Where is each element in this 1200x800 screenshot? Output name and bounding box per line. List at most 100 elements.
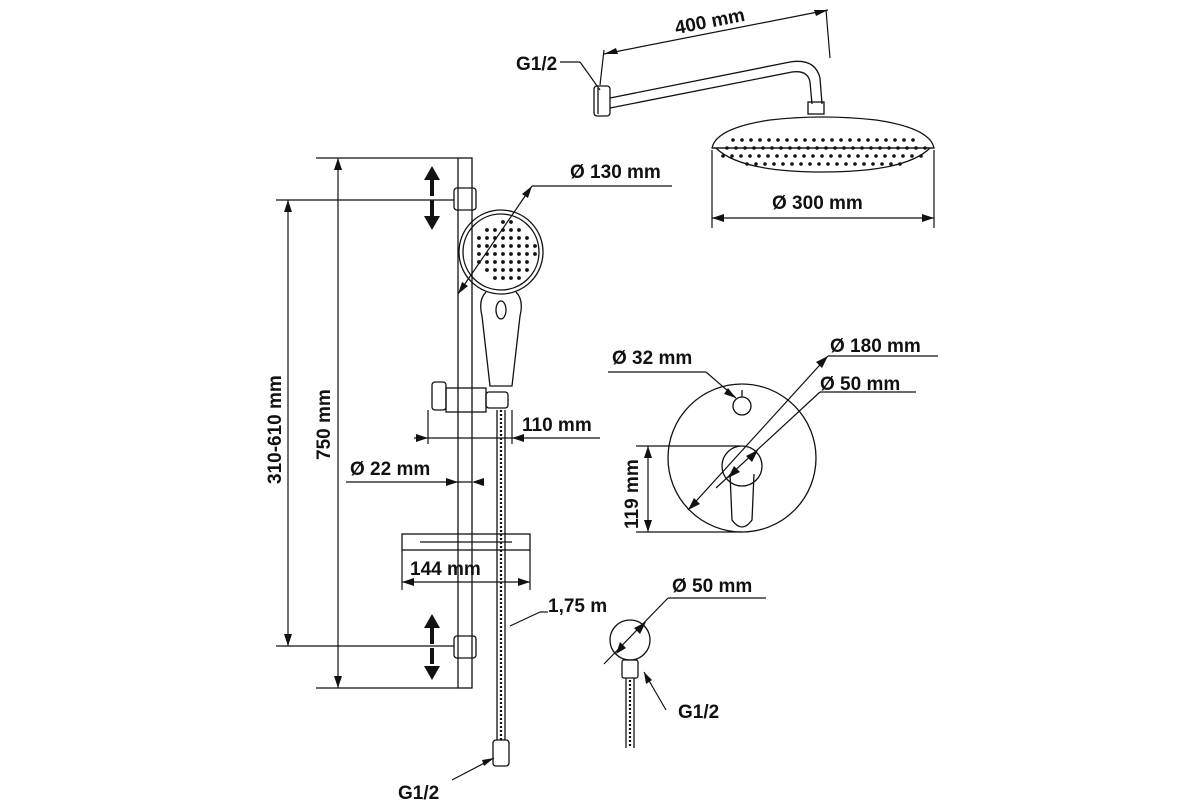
nozzle-dot bbox=[865, 154, 869, 158]
plate-diameter-leader bbox=[687, 355, 829, 511]
nozzle-dot bbox=[501, 244, 505, 248]
nozzle-dot bbox=[493, 244, 497, 248]
nozzle-dot bbox=[878, 146, 882, 150]
nozzle-dot bbox=[501, 220, 505, 224]
nozzle-dot bbox=[839, 138, 843, 142]
nozzle-dot bbox=[517, 236, 521, 240]
nozzle-dot bbox=[477, 252, 481, 256]
wall-flange bbox=[593, 85, 611, 117]
nozzle-dot bbox=[501, 268, 505, 272]
nozzle-dot bbox=[824, 146, 828, 150]
nozzle-dot bbox=[797, 146, 801, 150]
nozzle-dot bbox=[871, 162, 875, 166]
nozzle-dot bbox=[794, 138, 798, 142]
nozzle-dot bbox=[501, 260, 505, 264]
overhead-shower: 400 mm G1/2 Ø 300 mm bbox=[516, 5, 935, 228]
diverter-knob bbox=[732, 396, 752, 416]
slide-rail-assembly: 750 mm 310-610 mm Ø 130 mm 110 mm Ø 22 m… bbox=[265, 157, 672, 800]
nozzle-dot bbox=[485, 244, 489, 248]
nozzle-dot bbox=[493, 268, 497, 272]
nozzle-dot bbox=[748, 154, 752, 158]
nozzle-dot bbox=[851, 146, 855, 150]
nozzle-dot bbox=[833, 146, 837, 150]
elbow-thread-label: G1/2 bbox=[678, 702, 719, 723]
nozzle-dot bbox=[893, 138, 897, 142]
hose-length-label: 1,75 m bbox=[548, 596, 607, 617]
nozzle-dot bbox=[501, 252, 505, 256]
nozzle-dot bbox=[806, 146, 810, 150]
nozzle-dot bbox=[485, 236, 489, 240]
elbow-diameter-leader bbox=[603, 597, 669, 665]
nozzle-dot bbox=[509, 252, 513, 256]
rain-head bbox=[711, 116, 935, 149]
wall-plate bbox=[667, 383, 817, 533]
nozzle-dot bbox=[790, 162, 794, 166]
nozzle-dot bbox=[493, 260, 497, 264]
nozzle-dot bbox=[485, 260, 489, 264]
nozzle-dot bbox=[517, 268, 521, 272]
slider-holder bbox=[445, 387, 487, 413]
nozzle-dot bbox=[842, 146, 846, 150]
nozzle-dot bbox=[892, 154, 896, 158]
nozzle-dot bbox=[817, 162, 821, 166]
nozzle-dot bbox=[493, 252, 497, 256]
nozzle-dot bbox=[517, 260, 521, 264]
nozzle-dot bbox=[919, 154, 923, 158]
nozzle-dot bbox=[857, 138, 861, 142]
nozzle-dot bbox=[517, 276, 521, 280]
nozzle-dot bbox=[844, 162, 848, 166]
slide-rail bbox=[457, 157, 473, 689]
nozzle-dot bbox=[815, 146, 819, 150]
nozzle-dot bbox=[477, 244, 481, 248]
head-diameter-label: Ø 300 mm bbox=[772, 193, 863, 214]
nozzle-dot bbox=[802, 154, 806, 158]
nozzle-dot bbox=[501, 236, 505, 240]
nozzle-dot bbox=[766, 154, 770, 158]
nozzle-dot bbox=[775, 154, 779, 158]
nozzle-dot bbox=[509, 244, 513, 248]
mixer-plate: Ø 32 mm Ø 180 mm Ø 50 mm 119 mm bbox=[608, 336, 938, 533]
nozzle-dot bbox=[761, 146, 765, 150]
nozzle-dot bbox=[493, 228, 497, 232]
nozzle-dot bbox=[525, 244, 529, 248]
handle-diameter-label: Ø 32 mm bbox=[612, 348, 692, 369]
nozzle-dot bbox=[838, 154, 842, 158]
bottom-thread-label: G1/2 bbox=[398, 783, 439, 800]
nozzle-dot bbox=[740, 138, 744, 142]
nozzle-dot bbox=[883, 154, 887, 158]
nozzle-dot bbox=[757, 154, 761, 158]
rail-length-label: 750 mm bbox=[314, 389, 335, 460]
bottom-bracket bbox=[453, 635, 477, 659]
soap-shelf bbox=[401, 533, 531, 551]
nozzle-dot bbox=[749, 138, 753, 142]
elbow-outlet bbox=[621, 659, 639, 679]
nozzle-dot bbox=[889, 162, 893, 166]
nozzle-dot bbox=[734, 146, 738, 150]
nozzle-dot bbox=[509, 268, 513, 272]
nozzle-dot bbox=[509, 228, 513, 232]
nozzle-dot bbox=[812, 138, 816, 142]
hand-shower-head bbox=[458, 209, 544, 295]
nozzle-dot bbox=[910, 154, 914, 158]
nozzle-dot bbox=[901, 154, 905, 158]
plate-height-label: 119 mm bbox=[622, 459, 643, 529]
shower-arm bbox=[609, 60, 823, 105]
nozzle-dot bbox=[808, 162, 812, 166]
nozzle-dot bbox=[767, 138, 771, 142]
nozzle-dot bbox=[754, 162, 758, 166]
nozzle-dot bbox=[493, 276, 497, 280]
top-bracket bbox=[453, 187, 477, 211]
nozzle-dot bbox=[788, 146, 792, 150]
nozzle-dot bbox=[509, 236, 513, 240]
nozzle-dot bbox=[884, 138, 888, 142]
nozzle-dot bbox=[721, 154, 725, 158]
mixer-lever bbox=[729, 473, 755, 528]
hand-shower-handle bbox=[480, 291, 522, 387]
nozzle-dot bbox=[501, 276, 505, 280]
shelf-width-label: 144 mm bbox=[410, 559, 481, 580]
nozzle-dot bbox=[781, 162, 785, 166]
wall-elbow: Ø 50 mm G1/2 bbox=[603, 576, 766, 748]
elbow-diameter-label: Ø 50 mm bbox=[672, 576, 752, 597]
nozzle-dot bbox=[914, 146, 918, 150]
